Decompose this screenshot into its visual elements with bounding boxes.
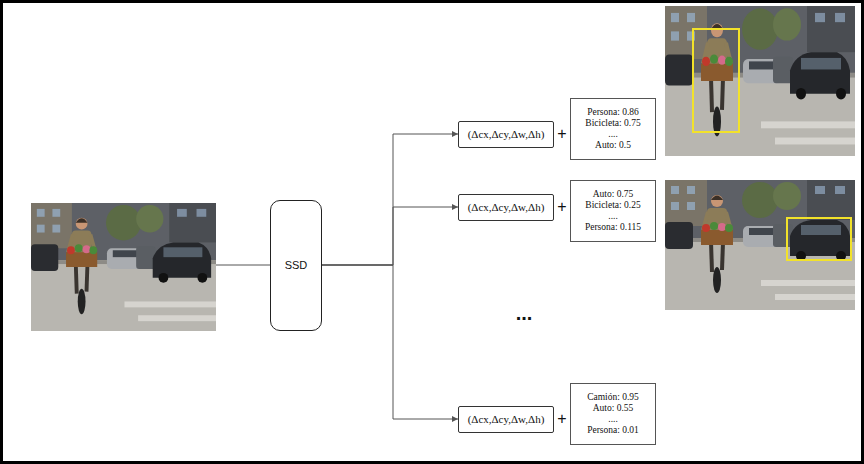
ellipsis-mark: ... bbox=[516, 302, 533, 325]
node-text: Auto: 0.5 bbox=[595, 140, 631, 151]
class-score-box: Auto: 0.75Bicicleta: 0.25....Persona: 0.… bbox=[570, 180, 656, 242]
plus-sign: + bbox=[557, 125, 566, 143]
node-text: Auto: 0.75 bbox=[593, 189, 634, 200]
node-text: Camión: 0.95 bbox=[587, 392, 639, 403]
node-text: (Δcx,Δcy,Δw,Δh) bbox=[468, 201, 545, 213]
node-text: Auto: 0.55 bbox=[593, 403, 634, 414]
detection-box bbox=[787, 218, 851, 260]
node-text: Bicicleta: 0.75 bbox=[585, 118, 640, 129]
detection-box bbox=[693, 29, 739, 132]
input-photo bbox=[31, 203, 216, 331]
offset-box: (Δcx,Δcy,Δw,Δh) bbox=[458, 406, 554, 433]
node-text: Persona: 0.115 bbox=[585, 222, 641, 233]
node-text: SSD bbox=[285, 259, 308, 271]
node-text: (Δcx,Δcy,Δw,Δh) bbox=[468, 128, 545, 140]
class-score-box: Persona: 0.86Bicicleta: 0.75....Auto: 0.… bbox=[570, 98, 656, 160]
input-line bbox=[216, 265, 270, 266]
plus-sign: + bbox=[557, 198, 566, 216]
network-box: SSD bbox=[270, 200, 322, 331]
connector-arrow bbox=[322, 265, 458, 419]
plus-sign: + bbox=[557, 410, 566, 428]
node-text: .... bbox=[608, 211, 618, 222]
node-text: Bicicleta: 0.25 bbox=[585, 200, 640, 211]
class-score-box: Camión: 0.95Auto: 0.55....Persona: 0.01 bbox=[570, 383, 656, 445]
connector-layer bbox=[322, 134, 458, 419]
node-text: (Δcx,Δcy,Δw,Δh) bbox=[468, 413, 545, 425]
node-text: .... bbox=[608, 414, 618, 425]
offset-box: (Δcx,Δcy,Δw,Δh) bbox=[458, 194, 554, 221]
output-photo bbox=[665, 180, 855, 310]
connector-arrow bbox=[322, 134, 458, 265]
connector-arrow bbox=[322, 207, 458, 265]
node-text: Persona: 0.86 bbox=[587, 107, 639, 118]
offset-box: (Δcx,Δcy,Δw,Δh) bbox=[458, 121, 554, 148]
output-photo bbox=[665, 6, 855, 156]
node-text: Persona: 0.01 bbox=[587, 425, 639, 436]
node-text: .... bbox=[608, 129, 618, 140]
